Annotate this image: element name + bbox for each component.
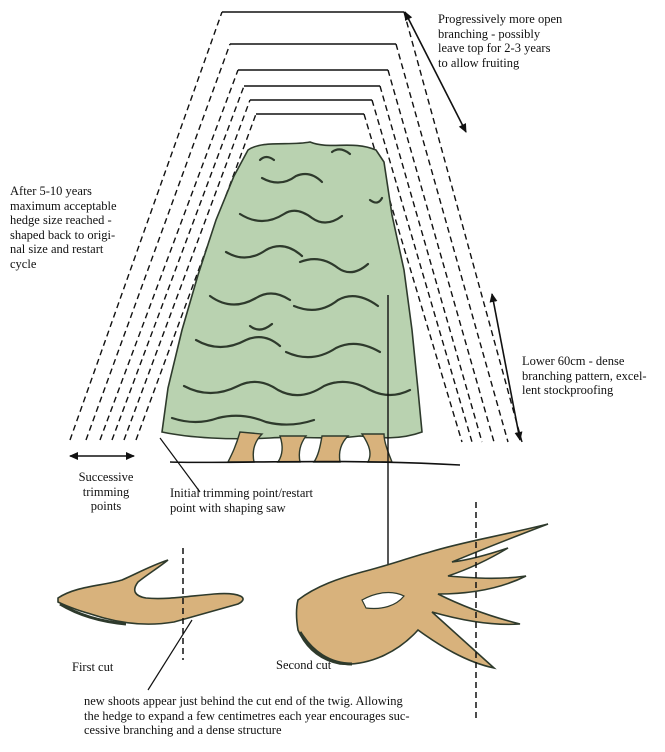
hedge-foliage	[162, 142, 422, 439]
second-cut-label: Second cut	[276, 658, 331, 673]
left-note: After 5-10 years maximum acceptable hedg…	[10, 184, 170, 271]
second-cut-twig	[297, 502, 549, 718]
double-headed-arrow-icon	[492, 294, 520, 440]
successive-trimming-label: Successive trimming points	[66, 470, 146, 514]
first-cut-label: First cut	[72, 660, 113, 675]
right-note: Lower 60cm - dense branching pattern, ex…	[522, 354, 665, 398]
top-note: Progressively more open branching - poss…	[438, 12, 658, 70]
ground-line	[170, 461, 460, 465]
leader-first-cut	[148, 620, 192, 690]
leader-initial	[160, 438, 200, 492]
bottom-note: new shoots appear just behind the cut en…	[84, 694, 604, 738]
initial-trimming-label: Initial trimming point/restart point wit…	[170, 486, 370, 515]
